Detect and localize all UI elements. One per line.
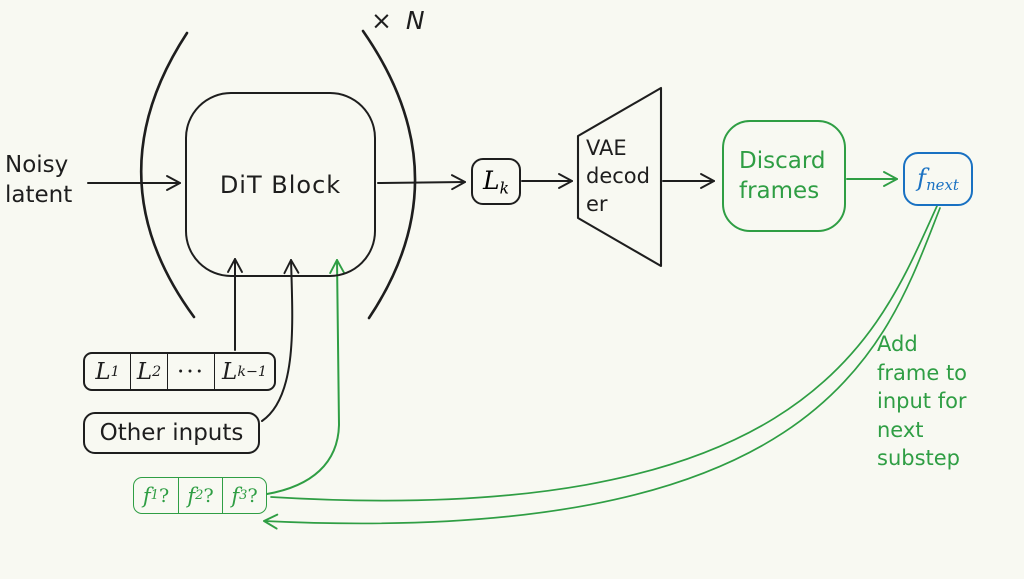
latent-cell-ellipsis-base: ··· xyxy=(177,358,205,385)
fnext-label: fnext xyxy=(917,164,959,194)
repeat-paren-left xyxy=(139,31,196,319)
noisy-latent-label: Noisy latent xyxy=(5,152,73,208)
lk-base: L xyxy=(482,165,500,195)
arrow-dit-to-lk xyxy=(377,174,466,191)
latent-cell-k-minus-1-sub: k−1 xyxy=(237,363,267,380)
dit-block-node: DiT Block xyxy=(185,92,376,277)
other-inputs-node: Other inputs xyxy=(83,412,260,454)
other-inputs-label: Other inputs xyxy=(99,420,244,446)
latent-cell-k-minus-1-base: L xyxy=(222,358,238,385)
lk-sub: k xyxy=(499,179,509,198)
repeat-count-label: × N xyxy=(371,6,428,35)
latent-cell-2-sub: 2 xyxy=(152,363,162,380)
latent-cell-1-base: L xyxy=(95,358,111,385)
frame-cell-1-sub: 1 xyxy=(150,488,159,503)
vae-decoder-label: VAE decod er xyxy=(586,136,650,216)
fnext-base: f xyxy=(917,163,927,192)
frame-cell-1-question: ? xyxy=(158,484,170,507)
fnext-node: fnext xyxy=(903,152,973,206)
frame-cell-2-question: ? xyxy=(203,484,214,507)
fnext-sub: next xyxy=(926,176,959,195)
discard-frames-node: Discard frames xyxy=(722,120,846,232)
feedback-curve-upper xyxy=(270,205,938,502)
frame-cell-2-base: f xyxy=(187,483,196,508)
frame-cell-3-base: f xyxy=(231,483,240,508)
vae-decoder-shape xyxy=(576,86,663,268)
lk-node: Lk xyxy=(471,158,521,205)
add-frame-note: Add frame to input for next substep xyxy=(877,332,968,470)
arrow-other-inputs-to-dit xyxy=(261,259,300,422)
frame-cell-1-base: f xyxy=(142,483,151,508)
discard-frames-label: Discard frames xyxy=(739,148,826,204)
latent-cell-1-sub: 1 xyxy=(110,363,120,380)
repeat-paren-right xyxy=(361,29,417,320)
latent-cell-ellipsis: ··· xyxy=(167,354,214,389)
arrow-frames-to-dit xyxy=(266,259,346,495)
arrow-fnext-to-frame-row xyxy=(263,207,941,530)
lk-label: Lk xyxy=(483,166,509,197)
frame-cell-3-question: ? xyxy=(247,484,258,507)
latent-cell-2-base: L xyxy=(136,358,153,385)
frame-cell-2-sub: 2 xyxy=(195,488,204,503)
dit-block-label: DiT Block xyxy=(219,170,342,199)
frame-cell-3-sub: 3 xyxy=(239,488,248,503)
